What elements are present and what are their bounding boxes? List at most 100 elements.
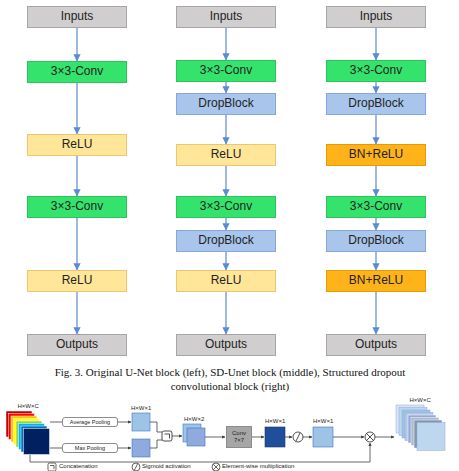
node-text: DropBlock bbox=[198, 234, 253, 247]
concat-mark bbox=[165, 434, 170, 439]
wire bbox=[150, 422, 162, 432]
max-map bbox=[132, 439, 150, 457]
flow-arrow bbox=[375, 82, 376, 93]
output-box: Outputs bbox=[326, 334, 426, 356]
sigmoid-symbol bbox=[293, 432, 303, 442]
attention-map bbox=[313, 427, 333, 447]
node-text: Conv 7×7 bbox=[229, 430, 249, 443]
concat-map bbox=[187, 428, 205, 446]
flow-arrow bbox=[375, 252, 376, 270]
conv-box: 3×3-Conv bbox=[176, 196, 276, 218]
legend-text: Sigmoid activation bbox=[142, 463, 191, 469]
flow-arrow bbox=[225, 292, 226, 334]
bn-relu-box: BN+ReLU bbox=[326, 144, 426, 166]
dimension-label: H×W×2 bbox=[184, 416, 204, 422]
input-box: Inputs bbox=[176, 6, 276, 28]
input-feature-stack bbox=[6, 411, 50, 455]
arrow bbox=[118, 448, 131, 449]
flow-arrow bbox=[76, 83, 77, 134]
wire bbox=[50, 422, 62, 423]
node-text: Outputs bbox=[355, 338, 397, 351]
multiply-symbol bbox=[365, 432, 375, 442]
flow-arrow bbox=[225, 166, 226, 196]
conv-box: 3×3-Conv bbox=[176, 60, 276, 82]
wire bbox=[50, 448, 62, 449]
activation-box: ReLU bbox=[27, 134, 127, 156]
node-text: 3×3-Conv bbox=[350, 64, 402, 77]
flow-arrow bbox=[76, 156, 77, 196]
activation-box: ReLU bbox=[27, 270, 127, 292]
node-text: ReLU bbox=[62, 138, 93, 151]
sigmoid-circle bbox=[132, 463, 140, 471]
flow-arrow bbox=[76, 28, 77, 61]
activation-box: ReLU bbox=[176, 270, 276, 292]
activation-box: ReLU bbox=[176, 144, 276, 166]
node-text: ReLU bbox=[211, 274, 242, 287]
multiply-circle bbox=[212, 463, 220, 471]
dimension-label: H×W×C bbox=[410, 397, 431, 403]
conv-box: 3×3-Conv bbox=[27, 61, 127, 83]
node-text: Max Pooling bbox=[75, 445, 105, 451]
node-text: ReLU bbox=[62, 274, 93, 287]
dropblock-box: DropBlock bbox=[176, 93, 276, 115]
dropblock-box: DropBlock bbox=[176, 230, 276, 252]
flow-arrow bbox=[76, 218, 77, 270]
pooling-box: Max Pooling bbox=[62, 443, 118, 453]
arrow bbox=[285, 437, 292, 438]
dimension-label: H×W×1 bbox=[265, 418, 285, 424]
dropblock-box: DropBlock bbox=[326, 230, 426, 252]
sigmoid-mark bbox=[135, 464, 138, 470]
flow-arrow bbox=[76, 292, 77, 334]
flow-arrow bbox=[375, 166, 376, 196]
multiply-circle bbox=[365, 432, 375, 442]
pooling-box: Average Pooling bbox=[62, 417, 118, 427]
legend-sigmoid-symbol bbox=[132, 463, 140, 471]
flow-arrow bbox=[375, 218, 376, 230]
node-text: ReLU bbox=[211, 148, 242, 161]
arrow bbox=[303, 437, 312, 438]
node-text: Outputs bbox=[56, 338, 98, 351]
dropblock-box: DropBlock bbox=[326, 93, 426, 115]
figure-caption: Fig. 3. Original U-Net block (left), SD-… bbox=[50, 366, 410, 394]
arrow bbox=[205, 437, 225, 438]
node-text: 3×3-Conv bbox=[51, 65, 103, 78]
node-text: Average Pooling bbox=[70, 419, 110, 425]
flow-arrow bbox=[225, 115, 226, 144]
flow-arrow bbox=[375, 28, 376, 60]
output-box: Outputs bbox=[176, 334, 276, 356]
avg-map bbox=[132, 413, 150, 431]
legend-text: Element-wise multiplication bbox=[222, 463, 294, 469]
multiply-mark bbox=[213, 464, 219, 470]
skip-wire bbox=[30, 443, 370, 462]
output-feature-stack bbox=[396, 405, 445, 451]
concat-mark bbox=[50, 466, 54, 470]
node-text: BN+ReLU bbox=[349, 274, 403, 287]
node-text: DropBlock bbox=[348, 97, 403, 110]
conv-box: 3×3-Conv bbox=[326, 60, 426, 82]
node-text: 3×3-Conv bbox=[200, 64, 252, 77]
legend-multiply-symbol bbox=[212, 463, 220, 471]
sigmoid-circle bbox=[293, 432, 303, 442]
node-text: Inputs bbox=[360, 10, 393, 23]
output-box: Outputs bbox=[27, 334, 127, 356]
arrow bbox=[252, 437, 264, 438]
multiply-mark bbox=[367, 434, 374, 441]
flow-arrow bbox=[375, 292, 376, 334]
concat-symbol bbox=[162, 431, 172, 441]
flow-arrow bbox=[225, 82, 226, 93]
flow-arrow bbox=[225, 252, 226, 270]
concat-outline bbox=[48, 463, 56, 471]
legend-text: Concatenation bbox=[59, 463, 98, 469]
input-box: Inputs bbox=[326, 6, 426, 28]
flow-arrow bbox=[375, 115, 376, 144]
node-text: Outputs bbox=[205, 338, 247, 351]
arrow bbox=[118, 422, 131, 423]
input-box: Inputs bbox=[27, 6, 127, 28]
dimension-label: H×W×1 bbox=[131, 405, 151, 411]
feature-map bbox=[417, 423, 445, 451]
multiply-mark bbox=[213, 464, 219, 470]
arrow bbox=[172, 436, 182, 437]
conv-box: Conv 7×7 bbox=[226, 426, 252, 448]
feature-map bbox=[24, 429, 50, 455]
